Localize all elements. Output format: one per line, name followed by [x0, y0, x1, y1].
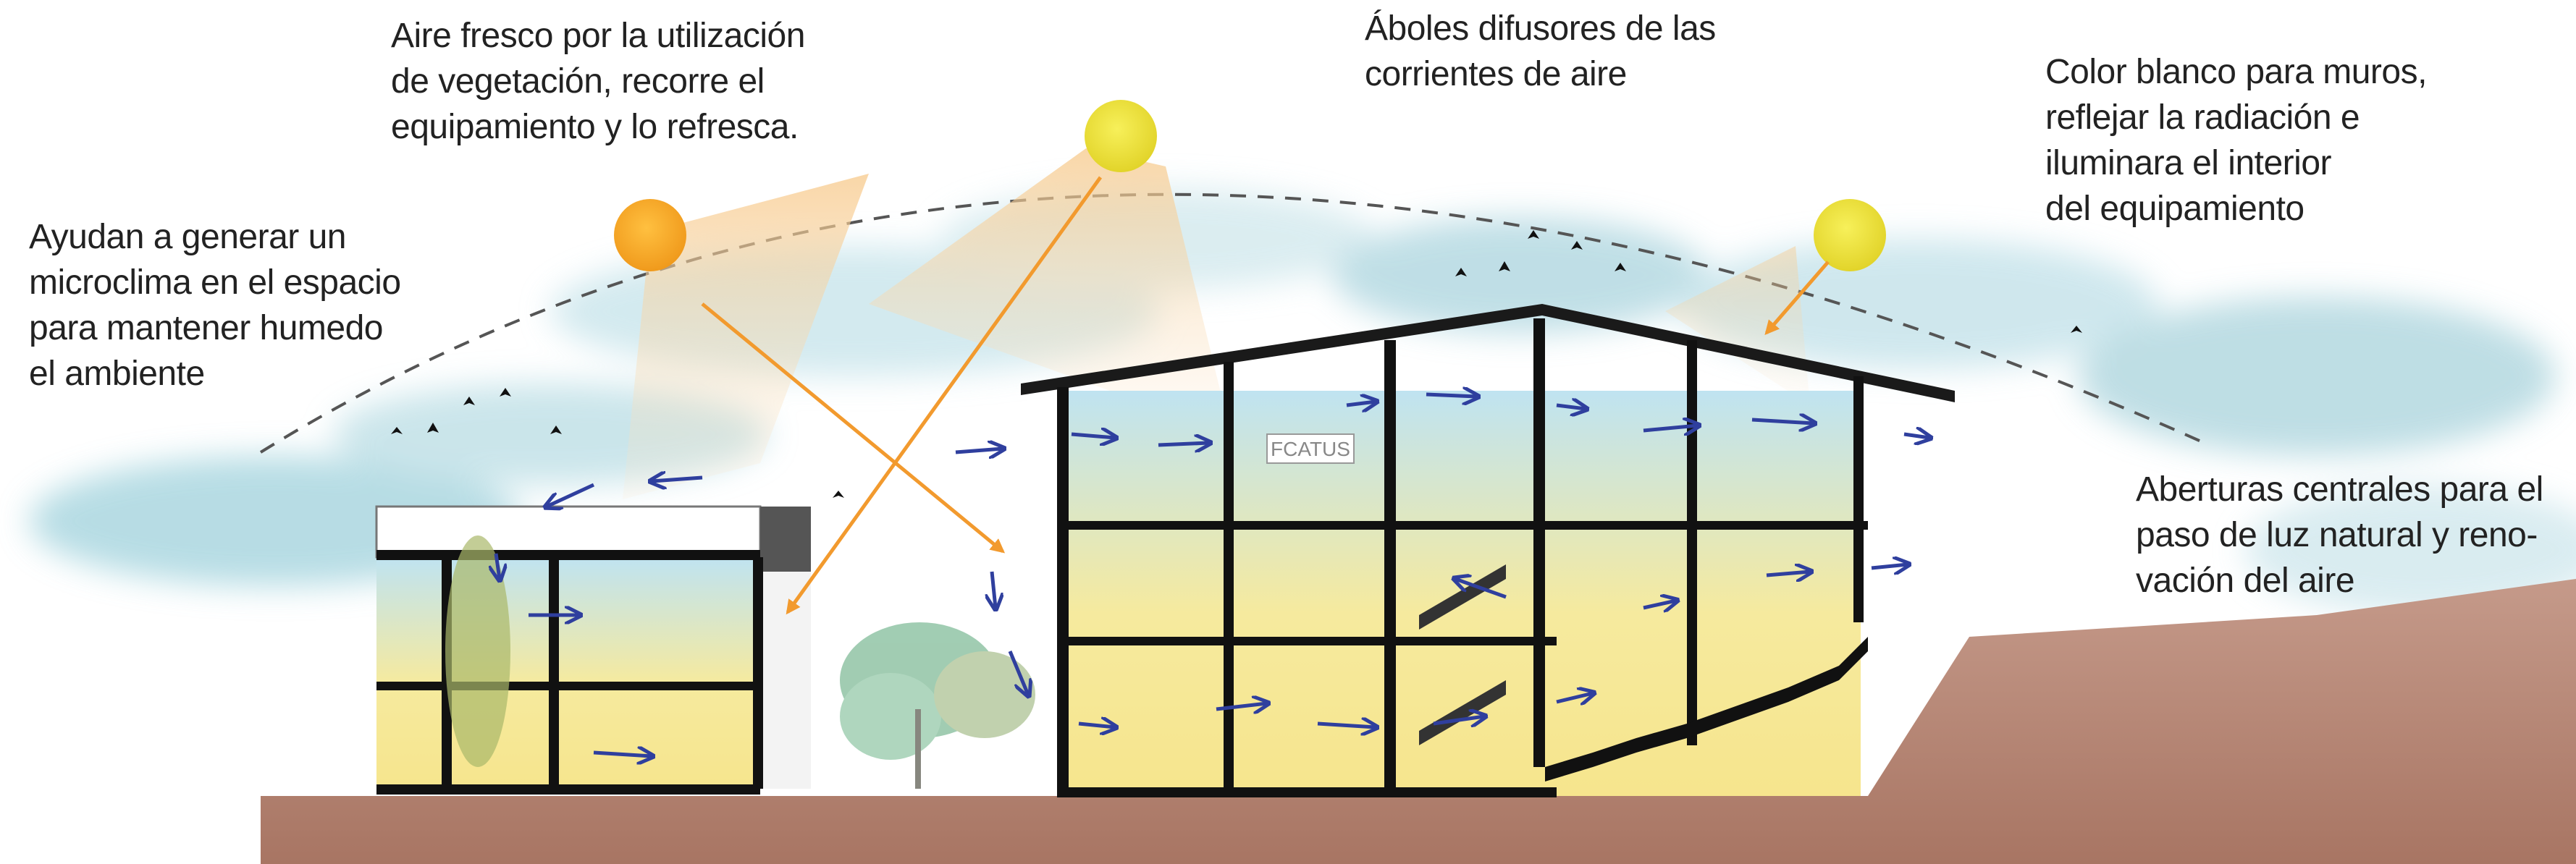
sun-icon	[1085, 100, 1157, 172]
annotation-white-walls: Color blanco para muros, reflejar la rad…	[2045, 53, 2427, 228]
sun-ray-arrows	[701, 176, 1830, 615]
suns	[614, 100, 1886, 271]
annotation-microclimate: Ayudan a generar un microclima en el esp…	[29, 218, 401, 393]
ground-terrain	[261, 579, 2576, 864]
birds	[391, 230, 2082, 498]
airflow-arrows	[496, 394, 1929, 756]
annotation-central-openings: Aberturas centrales para el paso de luz …	[2136, 470, 2543, 600]
building-sign: FCATUS	[1271, 438, 1350, 460]
main-building: FCATUS	[1021, 304, 1955, 797]
sun-icon	[1814, 199, 1886, 271]
sun-icon	[614, 199, 686, 271]
annotation-diffuser-trees: Áboles difusores de las corrientes de ai…	[1365, 9, 1716, 93]
sun-beams	[623, 148, 1810, 499]
courtyard-trees	[840, 622, 1035, 789]
small-building	[375, 505, 811, 795]
annotation-fresh-air: Aire fresco por la utilización de vegeta…	[391, 17, 805, 146]
